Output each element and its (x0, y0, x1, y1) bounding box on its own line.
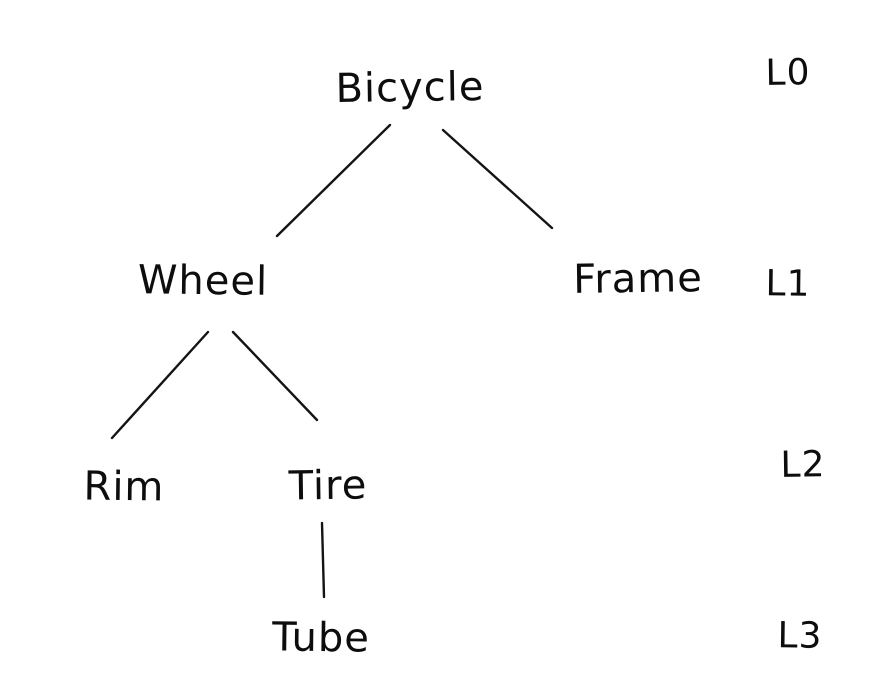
node-frame: Frame (572, 255, 704, 303)
level-label-l3: L3 (777, 615, 823, 657)
level-label-l0: L0 (765, 52, 811, 94)
node-tube: Tube (271, 614, 371, 662)
edge-bicycle-frame (441, 128, 554, 230)
level-label-l2: L2 (780, 444, 826, 486)
node-wheel: Wheel (137, 257, 269, 305)
edge-tire-tube (320, 521, 326, 599)
edge-bicycle-wheel (275, 123, 392, 238)
node-rim: Rim (83, 463, 165, 511)
edge-wheel-rim (110, 330, 210, 440)
node-tire: Tire (288, 462, 368, 510)
level-label-l1: L1 (765, 263, 811, 305)
edge-wheel-tire (231, 330, 319, 422)
node-bicycle: Bicycle (335, 63, 485, 113)
